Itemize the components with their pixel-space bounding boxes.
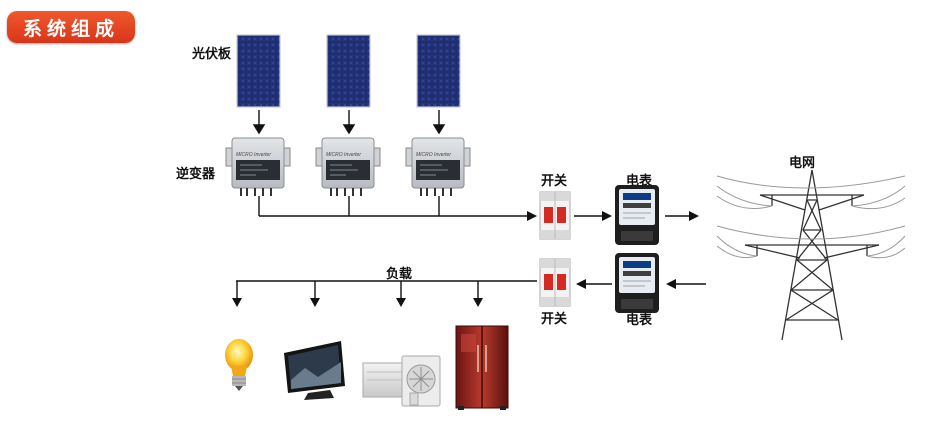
arrow-to-grid (689, 211, 699, 221)
load-distribution-bus (236, 280, 537, 300)
inverter-brand-3: MICRO Inverter (416, 152, 451, 158)
electric-meter-top (615, 185, 659, 245)
television-icon (284, 341, 345, 400)
label-inverter: 逆变器 (176, 167, 216, 182)
label-meter-bottom: 电表 (626, 313, 653, 328)
arrow-to-switch-bottom (576, 279, 586, 289)
power-tower (744, 169, 880, 341)
label-pv-panel: 光伏板 (192, 47, 232, 62)
label-load: 负载 (386, 267, 413, 282)
electric-meter-bottom (615, 253, 659, 313)
arrow-to-meter-top (602, 211, 612, 221)
air-conditioner-icon (362, 355, 441, 407)
solar-panel-3 (416, 34, 461, 108)
breaker-switch-top (539, 191, 571, 240)
solar-panel-1 (236, 34, 281, 108)
label-switch-bottom: 开关 (541, 312, 568, 327)
inverter-3 (405, 137, 471, 196)
inverter-output-bus (258, 196, 528, 217)
arrow-to-switch-top (527, 211, 537, 221)
label-switch-top: 开关 (541, 174, 568, 189)
power-lines (716, 175, 906, 259)
inverter-brand-1: MICRO Inverter (236, 152, 271, 158)
panel-to-inverter-arrows (252, 110, 446, 135)
arrow-to-meter-bottom (666, 279, 676, 289)
inverter-2 (315, 137, 381, 196)
load-arrows (232, 298, 483, 307)
refrigerator-icon (455, 325, 509, 410)
section-title-badge: 系统组成 (7, 11, 135, 43)
solar-panel-2 (326, 34, 371, 108)
inverter-1 (225, 137, 291, 196)
breaker-switch-bottom (539, 258, 571, 307)
inverter-brand-2: MICRO Inverter (326, 152, 361, 158)
light-bulb-icon (225, 339, 253, 391)
label-grid: 电网 (789, 156, 816, 171)
